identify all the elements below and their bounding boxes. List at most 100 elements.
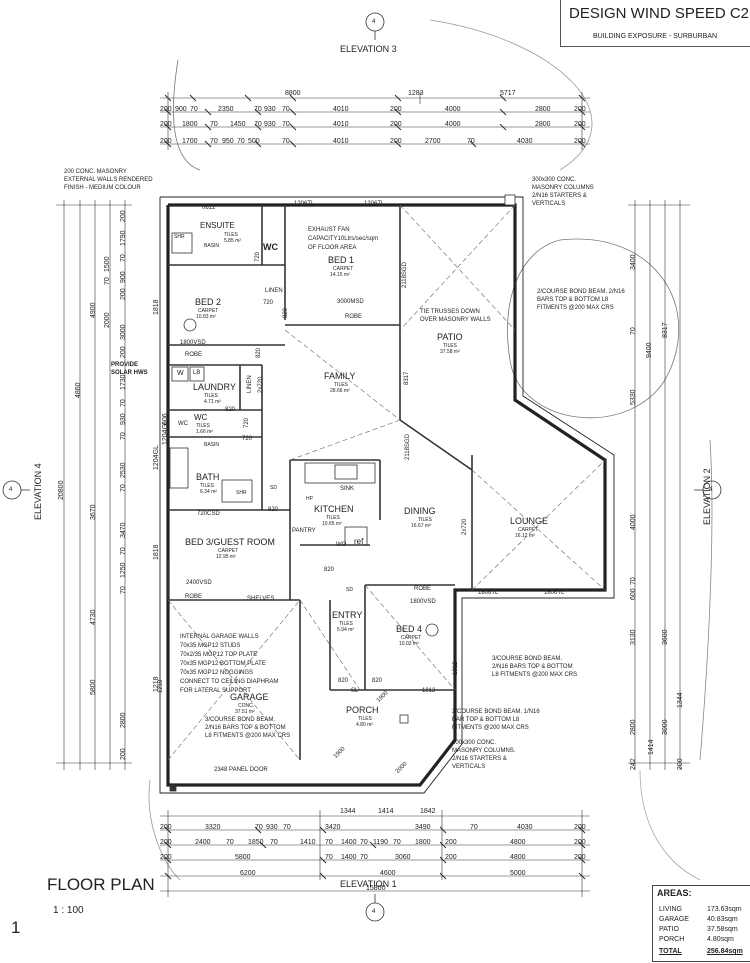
room-area: 4.71 m²: [204, 399, 221, 405]
dim-value: 70: [210, 121, 218, 128]
dim-value: 2800: [535, 106, 551, 113]
room-finish: TILES: [358, 716, 372, 722]
dim-value: 4030: [517, 824, 533, 831]
smoke-detector-label: SD: [346, 587, 353, 593]
sliding-door-label: 2118SGD: [402, 262, 408, 288]
room-area: 10.02 m²: [399, 641, 419, 647]
dim-value: 70: [237, 138, 245, 145]
dim-value: 1730: [120, 374, 127, 390]
drawing-scale: 1 : 100: [53, 905, 84, 916]
dim-value: 950: [222, 138, 234, 145]
dim-value: 70: [630, 327, 637, 335]
room-finish: TILES: [326, 515, 340, 521]
room-finish: TILES: [443, 343, 457, 349]
room-area: 10.83 m²: [196, 314, 216, 320]
dim-value: 930: [264, 121, 276, 128]
dim-top-overall-b: 1283: [408, 90, 424, 97]
drawing-title: FLOOR PLAN: [47, 875, 155, 894]
dim-value: 70: [360, 839, 368, 846]
window-label: 1812: [422, 688, 436, 694]
laundry-basin-label: LB: [193, 370, 201, 376]
dim-value: 70: [270, 839, 278, 846]
note-line: FITMENTS @200 MAX CRS: [537, 305, 614, 311]
dim-value: 4860: [75, 382, 82, 398]
area-row-value: 37.58sqm: [707, 926, 738, 933]
room-area: 37.51 m²: [235, 709, 255, 715]
dim-value: 2530: [120, 462, 127, 478]
room-area: 5.94 m²: [337, 627, 354, 633]
dim-value: 70: [120, 547, 127, 555]
room-finish: TILES: [339, 621, 353, 627]
room-area: 4.80 m²: [356, 722, 373, 728]
room-name: BED 4: [396, 624, 423, 634]
room-area: 16.67 m²: [411, 523, 431, 529]
dim-value: 70: [630, 577, 637, 585]
dim-value: 70: [393, 839, 401, 846]
dim-value: 1818: [153, 299, 160, 315]
wardrobe-door-label: 2400VSD: [186, 580, 212, 586]
dim-top-overall-a: 8800: [285, 90, 301, 97]
dim-value: 200: [574, 839, 586, 846]
dim-value: 200: [574, 854, 586, 861]
dim-value: 200: [160, 854, 172, 861]
note-line: 200 CONC. MASONRY: [64, 169, 127, 175]
dim-value: 3490: [415, 824, 431, 831]
room-finish: CARPET: [198, 308, 219, 314]
room-name: WC: [194, 413, 208, 422]
wall-oven-label: WO: [336, 542, 347, 548]
room-area: 12.95 m²: [216, 554, 236, 560]
hotplate-label: HP: [306, 496, 313, 502]
dim-value: 70: [470, 824, 478, 831]
note-line: 70x35 MGP12 BOTTOM PLATE: [180, 661, 266, 667]
note-line: INTERNAL GARAGE WALLS: [180, 634, 259, 640]
window-label: 0612: [202, 205, 216, 211]
dim-value: 4600: [380, 870, 396, 877]
dim-value: 1410: [300, 839, 316, 846]
dim-value: 4000: [445, 106, 461, 113]
room-name: DINING: [404, 506, 436, 516]
dim-value: 200: [445, 839, 457, 846]
dim-value: 200: [390, 106, 402, 113]
dim-value: 70: [360, 854, 368, 861]
dim-value: 1250: [120, 562, 127, 578]
dim-value: 900: [175, 106, 187, 113]
dim-value: 3060: [395, 854, 411, 861]
room-name: KITCHEN: [314, 504, 354, 514]
door-width-label: 820: [338, 678, 349, 684]
room-wc1-name: WC: [263, 242, 278, 252]
elevation-4-marker: 4: [9, 487, 13, 493]
dim-value: 1818: [153, 544, 160, 560]
note-line: CAPACITY10Ltrs/sec/sqm: [308, 236, 379, 242]
dim-value: 4000: [630, 514, 637, 530]
dim-value: 1850: [248, 839, 264, 846]
dim-value: 70: [254, 121, 262, 128]
dim-value: 2000: [104, 312, 111, 328]
shelves-label: SHELVES: [247, 596, 275, 602]
dim-value: 1842: [420, 808, 436, 815]
dim-value: 2800: [535, 121, 551, 128]
dim-value: 4730: [90, 609, 97, 625]
elevation-1-marker: 4: [372, 909, 376, 915]
note-line: 2/N16 BARS TOP & BOTTOM: [205, 725, 286, 731]
room-finish: CONC.: [238, 703, 255, 709]
dim-value: 2350: [218, 106, 234, 113]
wardrobe-door-label: 3000MSD: [337, 299, 364, 305]
dim-value: 200: [574, 138, 586, 145]
dim-value: 606: [162, 413, 169, 425]
door-width-label: 720: [255, 251, 261, 262]
door-width-label: 720: [244, 417, 250, 428]
area-row-value: 40.83sqm: [707, 916, 738, 923]
elevation-4-label: ELEVATION 4: [33, 463, 43, 520]
dim-value: 242: [630, 758, 637, 770]
dim-value: 1344: [340, 808, 356, 815]
dim-value: 930: [120, 413, 127, 425]
dim-value: 3130: [630, 629, 637, 645]
dim-value: 9400: [646, 342, 653, 358]
wardrobe-door-label: 1800VSD: [180, 340, 206, 346]
dim-value: 5800: [90, 679, 97, 695]
dim-value: 70: [325, 839, 333, 846]
note-line: L8 FITMENTS @200 MAX CRS: [205, 733, 291, 739]
note-line: MASONRY COLUMNS: [532, 185, 594, 191]
area-row-name: GARAGE: [659, 916, 689, 923]
